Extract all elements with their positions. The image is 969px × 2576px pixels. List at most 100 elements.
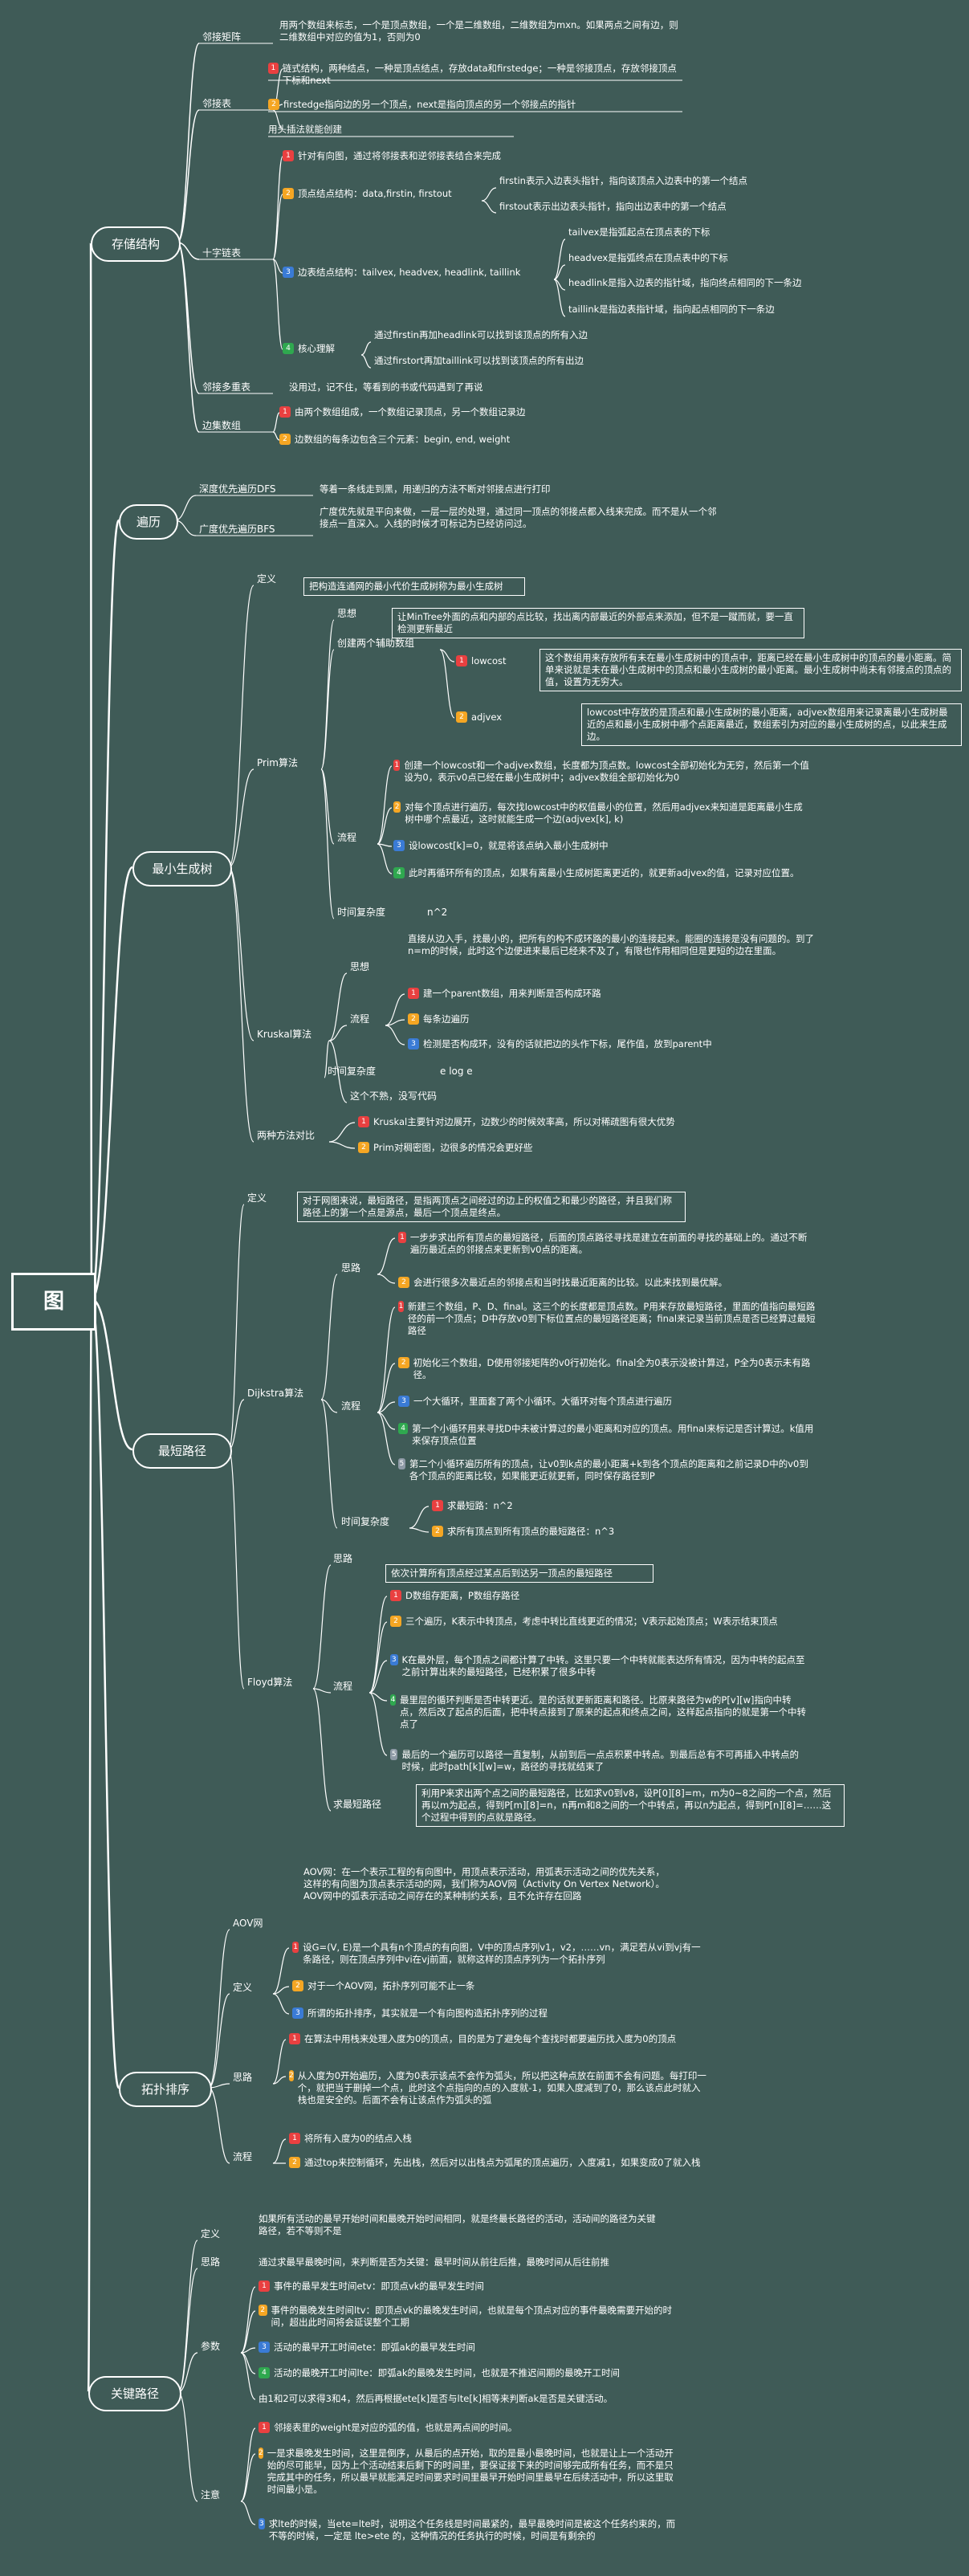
connector <box>385 1019 405 1026</box>
adj-matrix-text: 用两个数组来标志，一个是顶点数组，一个是二维数组，二维数组为mxn。如果两点之间… <box>279 19 678 43</box>
connector <box>553 238 566 280</box>
connector <box>174 495 197 521</box>
connector <box>328 1122 356 1143</box>
label-bfs: 广度优先遍历BFS <box>199 524 275 535</box>
connector <box>320 1399 338 1529</box>
cross-item-4b: 通过firstort再加taillink可以找到该顶点的所有出边 <box>374 355 584 366</box>
label-dfs: 深度优先遍历DFS <box>199 483 276 495</box>
kruskal-time: e log e <box>440 1066 473 1077</box>
connector <box>328 1025 348 1041</box>
node-traverse[interactable]: 遍历 <box>119 504 178 540</box>
label-cp-note: 注意 <box>201 2489 221 2501</box>
connector <box>90 866 134 1301</box>
connector <box>377 1237 396 1275</box>
connector <box>272 109 283 129</box>
connector <box>240 2453 256 2502</box>
cross-item-3a: tailvex是指弧起点在顶点表的下标 <box>568 226 710 238</box>
connector <box>481 200 497 214</box>
connector <box>87 1298 93 2394</box>
connector <box>320 768 335 845</box>
connector <box>368 1692 388 1702</box>
label-kruskal-idea: 思想 <box>350 961 370 972</box>
connector <box>439 649 455 662</box>
connector <box>228 1449 245 1689</box>
label-kruskal-flow: 流程 <box>350 1013 370 1025</box>
label-prim-idea: 思想 <box>337 608 357 619</box>
connector <box>208 1929 230 2089</box>
label-edge-array: 边集数组 <box>202 420 242 431</box>
node-critical[interactable]: 关键路径 <box>88 2376 181 2411</box>
connector <box>377 1363 396 1413</box>
connector <box>328 1141 356 1149</box>
node-topo[interactable]: 拓扑排序 <box>119 2072 212 2107</box>
connector <box>240 2352 256 2374</box>
connector <box>228 866 254 1041</box>
mst-def-text: 把构造连通网的最小代价生成树称为最小生成树 <box>303 577 525 596</box>
cp-def-text: 如果所有活动的最早开始时间和最晚开始时间相同，就是终最长路径的活动，活动间的路径… <box>259 2213 656 2236</box>
node-shortest[interactable]: 最短路径 <box>132 1433 232 1469</box>
connector <box>377 1306 396 1413</box>
connector <box>272 2076 287 2085</box>
label-sp-def: 定义 <box>247 1192 267 1204</box>
connector <box>272 1986 290 1995</box>
connector <box>177 109 200 243</box>
connector <box>272 412 280 433</box>
connector <box>368 1621 388 1694</box>
connector <box>208 1993 230 2089</box>
connector <box>240 2427 256 2502</box>
label-dij-flow: 流程 <box>341 1400 361 1412</box>
connector <box>272 2138 287 2164</box>
label-floyd-idea: 思路 <box>333 1553 353 1564</box>
root-node[interactable]: 图 <box>11 1273 96 1331</box>
connector <box>312 1688 332 1694</box>
connector <box>324 1040 330 1078</box>
badge-1: 1 <box>268 63 279 74</box>
node-mst[interactable]: 最小生成树 <box>132 851 232 887</box>
connector <box>240 2286 256 2354</box>
label-cp-def: 定义 <box>201 2228 221 2240</box>
label-kruskal: Kruskal算法 <box>257 1029 312 1040</box>
connector <box>320 1399 338 1413</box>
connector <box>360 341 372 356</box>
connector <box>377 807 393 845</box>
connector <box>368 1660 388 1694</box>
connector <box>377 765 393 845</box>
prim-idea: 让MinTree外面的点和内部的点比较，找出离内部最近的外部点来添加，但不是一蹴… <box>392 608 804 638</box>
node-storage[interactable]: 存储结构 <box>91 226 181 262</box>
label-cross-list: 十字链表 <box>202 247 242 259</box>
kruskal-idea: 直接从边入手，找最小的，把所有的构不成环路的最小的连接起来。能圈的连接是没有问题… <box>408 933 814 956</box>
label-dij-time: 时间复杂度 <box>341 1516 390 1527</box>
floyd-idea: 依次计算所有顶点经过某点后到达另一顶点的最短路径 <box>385 1564 653 1583</box>
cross-item-3c: headlink是指入边表的指针域，指向终点相同的下一条边 <box>568 277 802 288</box>
connector <box>272 259 283 350</box>
connector <box>90 519 120 1301</box>
lowcost-text: 这个数组用来存放所有未在最小生成树中的顶点中，距离已经在最小生成树中的顶点的最小… <box>539 649 962 691</box>
